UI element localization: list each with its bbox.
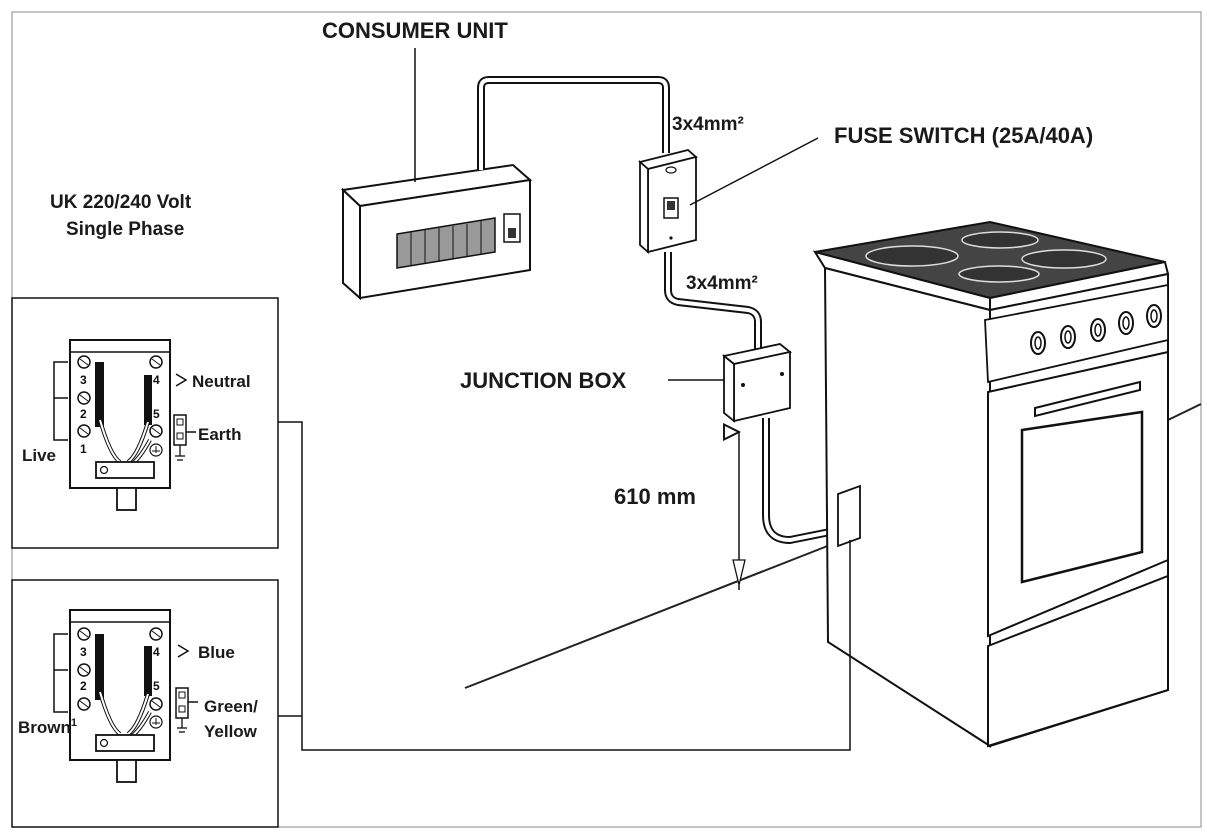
terminal-number: 2 bbox=[80, 407, 87, 421]
cable-size-label-lower: 3x4mm² bbox=[686, 273, 758, 294]
terminal-number: 1 bbox=[80, 442, 87, 456]
hotplate bbox=[865, 245, 959, 267]
brown-label: Brown1 bbox=[18, 717, 77, 737]
junction-box-label: JUNCTION BOX bbox=[460, 368, 627, 393]
fuse-switch-leader bbox=[689, 137, 819, 206]
oven-handle bbox=[1034, 380, 1141, 418]
supply-label-line1: UK 220/240 Volt bbox=[50, 192, 192, 213]
terminal-number: 3 bbox=[80, 645, 87, 659]
hotplate bbox=[958, 265, 1040, 283]
terminal-number: 4 bbox=[153, 645, 160, 659]
terminal-number: 5 bbox=[153, 407, 160, 421]
brown-label-superscript: 1 bbox=[71, 717, 77, 729]
green-yellow-label-line1: Green/ bbox=[204, 697, 258, 716]
consumer-unit bbox=[340, 163, 533, 301]
terminal-box-top bbox=[11, 297, 279, 549]
cooker-terminal-cover bbox=[837, 484, 861, 548]
terminal-number: 5 bbox=[153, 679, 160, 693]
cable-cooker bbox=[762, 418, 831, 544]
height-dimension-arrow bbox=[733, 432, 746, 590]
fuse-switch-label: FUSE SWITCH (25A/40A) bbox=[834, 123, 1093, 148]
junction-box bbox=[721, 343, 793, 423]
fuse-switch bbox=[638, 149, 698, 254]
hotplate bbox=[1021, 249, 1107, 269]
height-label: 610 mm bbox=[614, 484, 696, 509]
terminal-number: 3 bbox=[80, 373, 87, 387]
hotplate bbox=[961, 231, 1039, 249]
earth-label: Earth bbox=[198, 425, 241, 444]
terminal-number: 4 bbox=[153, 373, 160, 387]
floor-line bbox=[464, 544, 831, 689]
supply-label-line2: Single Phase bbox=[66, 219, 184, 240]
floor-line-right bbox=[1167, 403, 1202, 421]
blue-label: Blue bbox=[198, 643, 235, 662]
live-label: Live bbox=[22, 446, 56, 465]
consumer-unit-label: CONSUMER UNIT bbox=[322, 18, 508, 43]
terminal-box-bottom bbox=[11, 579, 279, 828]
electric-cooker bbox=[812, 220, 1170, 748]
green-yellow-label-line2: Yellow bbox=[204, 722, 258, 741]
terminal-number: 2 bbox=[80, 679, 87, 693]
cable-size-label-upper: 3x4mm² bbox=[672, 114, 744, 135]
storage-drawer bbox=[987, 574, 1169, 748]
oven-window bbox=[1020, 410, 1144, 584]
terminal-connector-line bbox=[278, 421, 851, 751]
brown-label-text: Brown bbox=[18, 718, 71, 737]
neutral-label: Neutral bbox=[192, 372, 251, 391]
cable-upper bbox=[477, 76, 670, 170]
